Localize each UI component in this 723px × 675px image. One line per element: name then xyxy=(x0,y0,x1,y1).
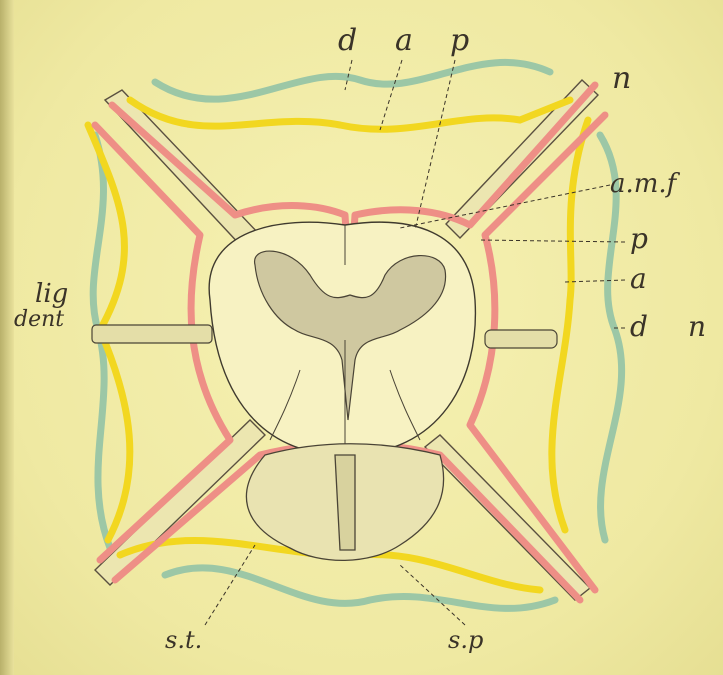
leader-st xyxy=(205,545,255,625)
label-a-top: a xyxy=(395,23,413,58)
dura-top xyxy=(155,62,550,99)
label-amf: a.m.f xyxy=(610,169,681,199)
label-p-top: p xyxy=(450,23,469,58)
nerve-root-bottom-right xyxy=(425,435,590,600)
label-d-right: d xyxy=(630,310,648,343)
label-p-right: p xyxy=(630,222,648,255)
ligament-left xyxy=(92,325,212,343)
leader-a-top xyxy=(380,60,402,130)
arachnoid-right xyxy=(552,120,588,530)
label-dent: dent xyxy=(14,307,64,332)
leader-p-top xyxy=(415,60,455,230)
leader-p-right xyxy=(480,240,625,242)
label-n-top: n xyxy=(612,61,631,96)
label-sp: s.p xyxy=(448,626,483,654)
label-a-right: a xyxy=(630,262,647,295)
label-d-top: d xyxy=(338,23,357,58)
dura-bottom xyxy=(165,568,555,609)
arachnoid-top xyxy=(130,100,570,129)
trabecular-region xyxy=(246,444,443,561)
ligament-right xyxy=(485,330,557,348)
label-n-right: n xyxy=(688,310,706,343)
label-lig: lig xyxy=(35,279,68,309)
label-st: s.t. xyxy=(165,626,202,654)
